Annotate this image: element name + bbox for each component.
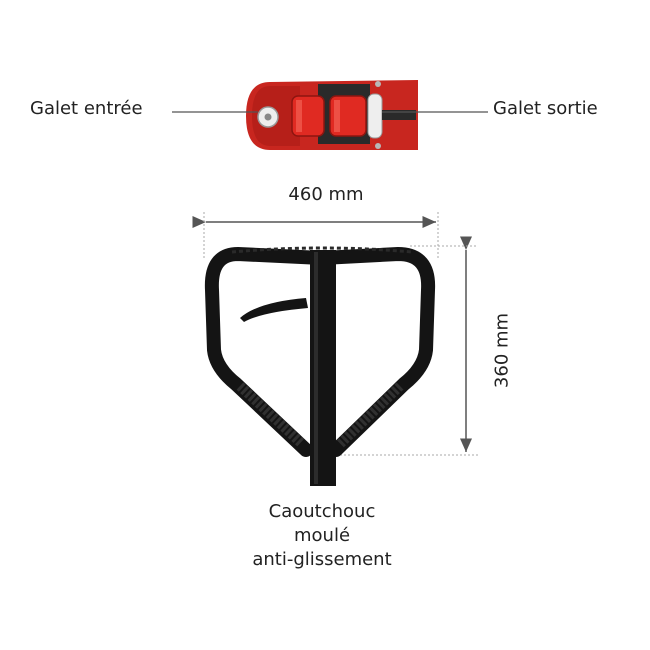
caption-line-3: anti-glissement	[252, 549, 392, 570]
chassis-top-view	[246, 80, 418, 150]
width-label: 460 mm	[0, 184, 650, 205]
height-label: 360 mm	[491, 312, 513, 389]
outlet-roller	[367, 93, 383, 139]
inlet-roller	[257, 106, 279, 128]
height-dimension	[340, 236, 478, 456]
width-dimension	[192, 212, 439, 258]
width-value: 460 mm	[288, 184, 364, 205]
outlet-roller-label: Galet sortie	[493, 98, 598, 119]
caption-line-2: moulé	[293, 525, 351, 546]
load-rollers	[291, 95, 367, 137]
caption-line-1: Caoutchouc	[268, 501, 376, 522]
grip-caption: Caoutchouc moulé anti-glissement	[222, 500, 422, 572]
handle	[204, 246, 436, 486]
inlet-roller-label: Galet entrée	[30, 98, 143, 119]
